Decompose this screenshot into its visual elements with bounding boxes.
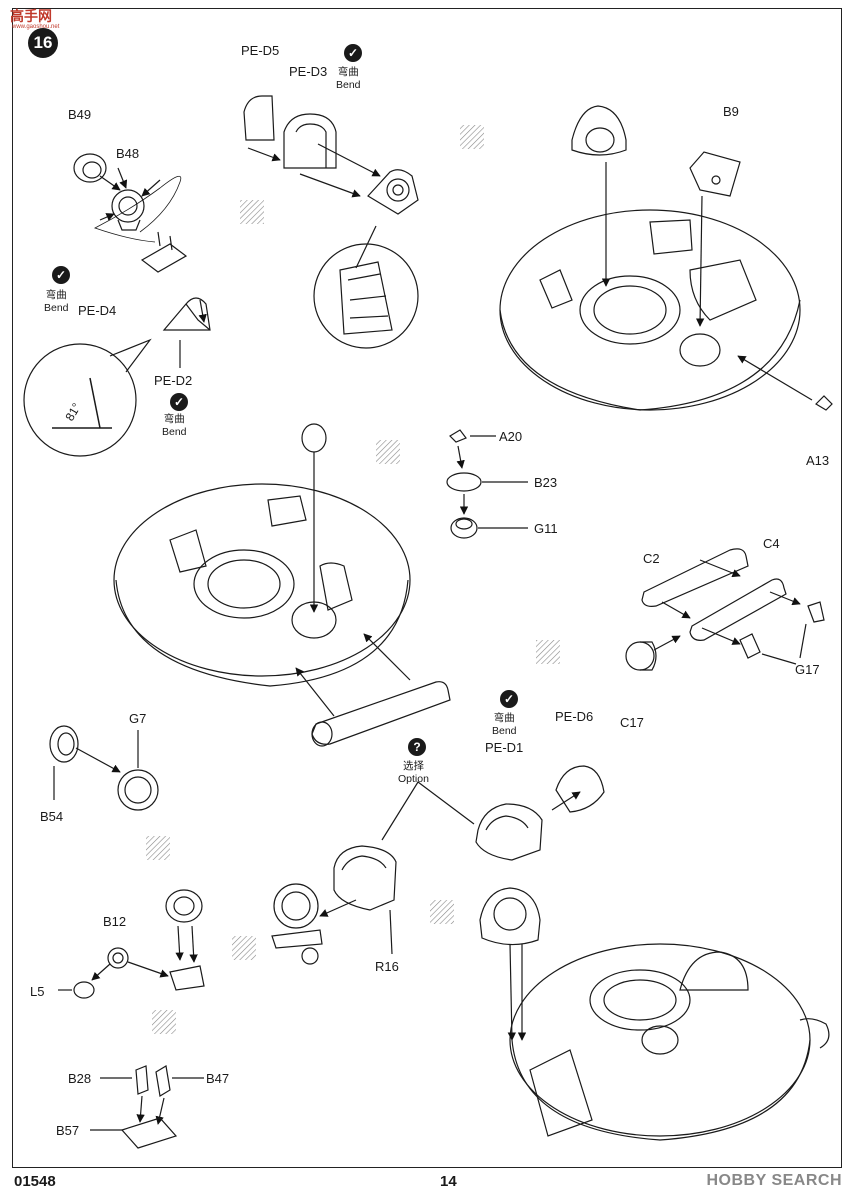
cupola-part — [301, 423, 327, 453]
label-b23: B23 — [534, 475, 558, 490]
c4-part — [689, 578, 787, 641]
b23-part — [446, 472, 482, 492]
bend-icon: ✓ — [170, 393, 188, 411]
label-g11: G11 — [534, 521, 558, 536]
hatch-part — [367, 169, 419, 215]
label-a13: A13 — [806, 453, 830, 468]
label-b54: B54 — [40, 809, 64, 824]
g17-part — [739, 601, 825, 659]
label-c2: C2 — [643, 551, 660, 566]
c2-part — [641, 548, 749, 607]
label-c17: C17 — [620, 715, 644, 730]
label-pe-d6: PE-D6 — [555, 709, 594, 724]
label-r16: R16 — [375, 959, 399, 974]
label-l5: L5 — [30, 984, 45, 999]
g7-part — [117, 769, 159, 811]
label-g17: G17 — [795, 662, 820, 677]
pe-d2-part — [162, 297, 211, 331]
kit-number: 01548 — [14, 1173, 56, 1190]
question-icon: ? — [408, 738, 426, 756]
label-b48: B48 — [116, 146, 140, 161]
pe-d5-part — [243, 95, 275, 141]
l5-part — [73, 981, 95, 999]
b9-part — [689, 151, 741, 197]
site-logo: 高手网 — [10, 8, 52, 24]
label-b9: B9 — [723, 104, 739, 119]
move-mark — [146, 125, 560, 1034]
label-c4: C4 — [763, 536, 780, 551]
b48-part — [111, 189, 145, 231]
label-pe-d3: PE-D3 — [289, 64, 328, 79]
b49-part — [73, 153, 107, 183]
step-number: 16 — [28, 28, 58, 58]
rail-part — [311, 681, 451, 747]
bend-icon: ✓ — [500, 690, 518, 708]
cupola-part — [571, 105, 627, 156]
pe-d1-part — [475, 803, 543, 861]
label-g7: G7 — [129, 711, 147, 726]
label-pe-d5: PE-D5 — [241, 43, 280, 58]
searchlight-part — [271, 883, 323, 965]
b57-part — [120, 1117, 178, 1149]
pe-d6-part — [555, 765, 605, 813]
label-b28: B28 — [68, 1071, 92, 1086]
label-b47: B47 — [206, 1071, 230, 1086]
bend-icon: ✓ — [344, 44, 362, 62]
b28-part — [135, 1065, 149, 1095]
pe-d3-part — [283, 113, 337, 169]
label-b57: B57 — [56, 1123, 80, 1138]
label-pe-d2: PE-D2 — [154, 373, 193, 388]
bend-icon: ✓ — [52, 266, 70, 284]
c17-part — [625, 641, 657, 671]
turret-center-left — [113, 483, 411, 687]
cupola-part — [479, 887, 541, 946]
label-b12: B12 — [103, 914, 127, 929]
r16-part — [333, 845, 397, 911]
page-frame — [12, 8, 842, 1168]
g11-part — [450, 517, 478, 539]
label-a20: A20 — [499, 429, 523, 444]
bracket-part — [169, 965, 205, 991]
label-pe-d4: PE-D4 — [78, 303, 117, 318]
page-number: 14 — [440, 1173, 457, 1190]
pe-d4-part — [140, 231, 188, 273]
turret-bottom-right — [509, 943, 830, 1141]
a20-part — [449, 429, 467, 443]
site-url: www.gaoshou.net — [12, 24, 60, 30]
b12-part — [107, 947, 129, 969]
turret-top-right — [499, 209, 801, 411]
b54-part — [49, 725, 79, 763]
b47-part — [155, 1065, 171, 1097]
searchlight-part — [165, 889, 203, 923]
label-b49: B49 — [68, 107, 92, 122]
a13-part — [815, 395, 833, 411]
watermark: HOBBY SEARCH — [706, 1172, 842, 1189]
label-pe-d1: PE-D1 — [485, 740, 524, 755]
